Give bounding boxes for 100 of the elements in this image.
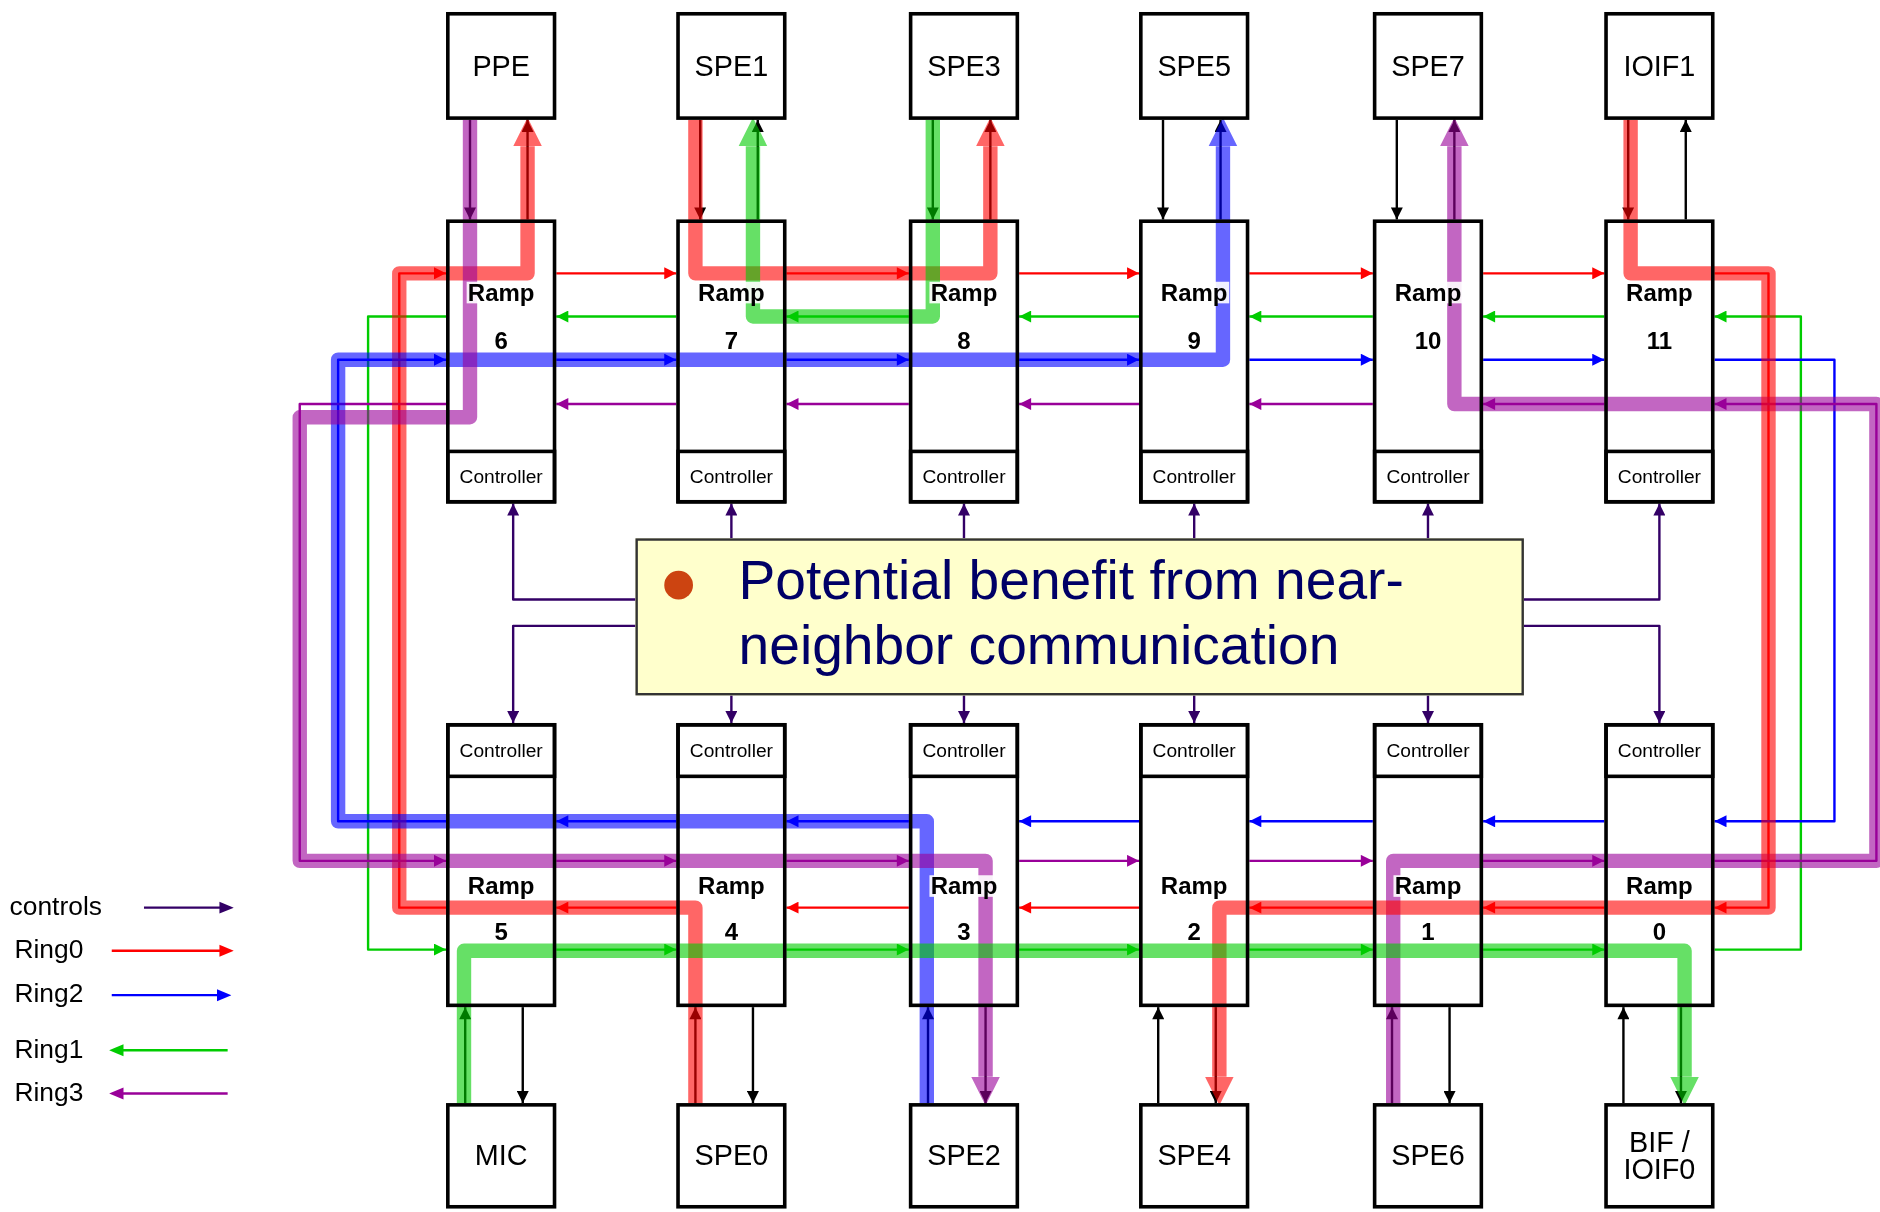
- ramp-box: [1139, 723, 1250, 1008]
- ramp-number: 8: [956, 329, 972, 352]
- controller-label: Controller: [1617, 465, 1701, 488]
- arrow: [1622, 119, 1635, 220]
- arrow: [1448, 119, 1461, 220]
- ramp-box: [908, 219, 1020, 504]
- arrow: [1483, 901, 1605, 914]
- unit-box: [908, 12, 1020, 120]
- unit-box: [1372, 12, 1484, 120]
- ramp-box: [446, 723, 557, 1008]
- arrow: [1523, 503, 1666, 601]
- ramp-box: [1604, 723, 1715, 1008]
- controller-label: Controller: [459, 465, 543, 488]
- unit-label: PPE: [472, 52, 530, 80]
- unit-label: SPE1: [694, 52, 769, 80]
- ramp-label: Ramp: [466, 281, 536, 304]
- arrow: [464, 119, 476, 220]
- arrow: [556, 353, 677, 366]
- ramp-number: 5: [493, 920, 510, 943]
- unit-label: SPE7: [1391, 52, 1465, 80]
- arrow: [1019, 943, 1140, 956]
- arrow: [398, 267, 446, 909]
- legend-label: Ring0: [14, 934, 84, 966]
- arrow: [694, 119, 707, 220]
- arrow: [336, 353, 446, 823]
- arrow: [1675, 1007, 1687, 1104]
- arrow: [1483, 943, 1605, 956]
- arrow: [1188, 503, 1201, 539]
- arrow: [1249, 901, 1373, 914]
- unit-box: [1372, 1103, 1484, 1209]
- ramp-box: [446, 219, 557, 504]
- arrow: [922, 1007, 934, 1104]
- ramp-number: 9: [1186, 329, 1203, 352]
- arrow: [746, 1007, 759, 1104]
- arrow: [1483, 854, 1605, 867]
- ramp-label: Ramp: [466, 875, 536, 897]
- ramp-number: 7: [723, 329, 740, 352]
- arrow: [689, 1007, 702, 1104]
- callout-box: [635, 538, 1524, 696]
- legend-label: Ring3: [14, 1076, 84, 1108]
- arrow: [298, 402, 446, 867]
- arrow: [556, 815, 677, 828]
- arrow: [1249, 815, 1373, 828]
- arrow: [1523, 624, 1666, 723]
- arrow: [786, 854, 909, 867]
- arrow: [366, 315, 446, 956]
- arrow: [1249, 267, 1373, 280]
- arrow: [1249, 943, 1373, 956]
- arrow: [521, 119, 534, 220]
- arrow: [556, 901, 677, 914]
- arrow: [1249, 353, 1373, 366]
- arrow: [1443, 1007, 1456, 1104]
- controller-box: [1604, 723, 1715, 779]
- ramp-label: Ramp: [696, 281, 766, 304]
- arrow: [556, 943, 677, 956]
- ramp-label: Ramp: [929, 281, 999, 304]
- arrow: [1390, 119, 1403, 220]
- arrow: [786, 815, 909, 828]
- arrow: [1714, 272, 1770, 914]
- unit-label: SPE2: [927, 1142, 1001, 1169]
- arrow: [1214, 119, 1227, 220]
- controller-label: Controller: [1152, 739, 1236, 762]
- arrow: [786, 943, 909, 956]
- arrow: [1483, 398, 1605, 411]
- ramp-box: [908, 723, 1020, 1008]
- arrow: [984, 119, 997, 220]
- controller-box: [1604, 449, 1715, 504]
- arrow: [1714, 398, 1878, 863]
- controller-label: Controller: [459, 739, 543, 762]
- ramp-number: 2: [1186, 920, 1203, 943]
- arrow: [1019, 310, 1140, 323]
- legend-label: Ring1: [14, 1033, 84, 1065]
- arrow: [1679, 119, 1692, 220]
- ramp-box: [1372, 723, 1484, 1008]
- unit-box: [1139, 1103, 1250, 1209]
- arrow: [556, 267, 677, 280]
- arrow: [1152, 1007, 1165, 1104]
- ramp-box: [1372, 219, 1484, 504]
- unit-label: BIF / IOIF0: [1622, 1129, 1697, 1183]
- note-text: Potential benefit from near-neighbor communication: [738, 548, 1405, 678]
- arrow: [1188, 695, 1201, 723]
- arrow: [556, 854, 677, 867]
- controller-box: [676, 449, 787, 504]
- arrow: [1422, 503, 1434, 539]
- ramp-box: [1139, 219, 1250, 504]
- ramp-number: 0: [1651, 920, 1668, 943]
- arrow: [1019, 901, 1140, 914]
- ramp-label: Ramp: [696, 875, 766, 897]
- arrow: [507, 503, 636, 601]
- arrow: [725, 503, 738, 539]
- controller-label: Controller: [689, 739, 773, 762]
- ramp-label: Ramp: [929, 875, 999, 897]
- arrow: [1483, 267, 1605, 280]
- unit-box: [676, 12, 787, 120]
- arrow: [1483, 815, 1605, 828]
- controller-label: Controller: [689, 465, 773, 488]
- arrow: [786, 353, 909, 366]
- unit-box: [1604, 1103, 1715, 1209]
- controller-label: Controller: [1386, 739, 1470, 762]
- unit-label: SPE3: [927, 52, 1001, 80]
